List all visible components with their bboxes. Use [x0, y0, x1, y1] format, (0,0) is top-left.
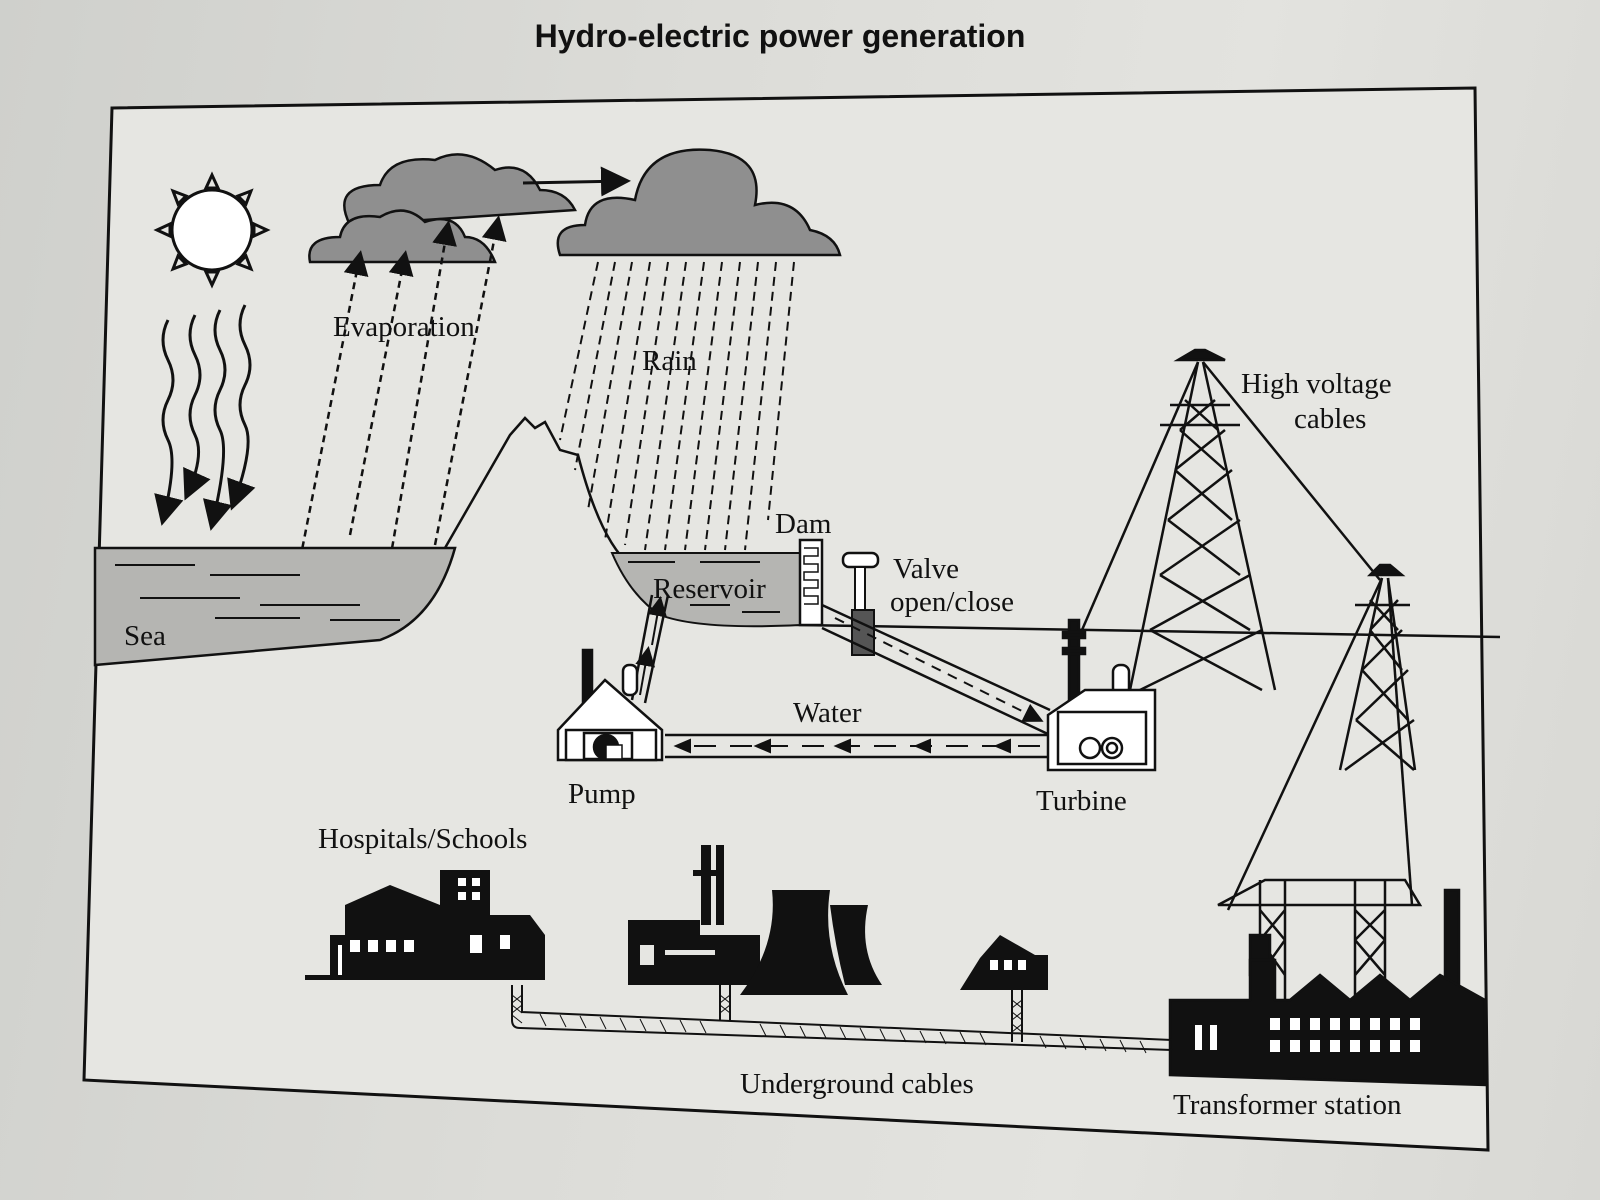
power-plant-icon: [628, 845, 882, 995]
pump-label: Pump: [568, 778, 636, 810]
evaporation-label: Evaporation: [333, 311, 475, 343]
underground-cable-hatching: [511, 994, 1147, 1054]
pump-pipe-arrows: [635, 596, 668, 696]
reservoir-waves: [628, 561, 780, 613]
dam-label: Dam: [775, 508, 832, 540]
transformer-station-label: Transformer station: [1173, 1089, 1402, 1121]
sea-waves: [115, 564, 400, 621]
penstock-arrows: [834, 617, 1044, 722]
valve-label-2: open/close: [890, 586, 1014, 618]
sun-icon: [153, 171, 271, 289]
underground-cables: [511, 985, 1173, 1051]
underground-cables-label: Underground cables: [740, 1068, 974, 1100]
rain-lines: [559, 261, 795, 551]
hospitals-schools-label: Hospitals/Schools: [318, 823, 527, 855]
hospital-building-icon: [305, 870, 545, 980]
cloud-movement-arrow: [522, 166, 631, 197]
rain-cloud-icon: [556, 148, 842, 257]
evaporation-arrows: [298, 215, 507, 561]
turbine-label: Turbine: [1036, 785, 1127, 817]
turbine-house-icon: [1046, 618, 1157, 772]
rain-label: Rain: [642, 345, 697, 377]
house-icon: [950, 935, 1048, 990]
penstock-pipe: [821, 603, 1051, 737]
high-voltage-label: High voltage: [1241, 368, 1392, 400]
reservoir-label: Reservoir: [653, 573, 766, 605]
high-voltage-label-2: cables: [1294, 403, 1366, 435]
sea-label: Sea: [124, 620, 166, 652]
sun-rays: [154, 304, 256, 531]
water-pipe-arrows: [673, 738, 1040, 754]
water-pipe: [665, 733, 1048, 759]
transformer-station-icon: [1168, 878, 1487, 1087]
sea: [93, 546, 457, 667]
water-label: Water: [793, 697, 862, 729]
high-voltage-cables: [1080, 361, 1414, 911]
valve-label: Valve: [893, 553, 959, 585]
diagram-title: Hydro-electric power generation: [534, 18, 1026, 54]
pump-house-icon: [556, 648, 664, 762]
